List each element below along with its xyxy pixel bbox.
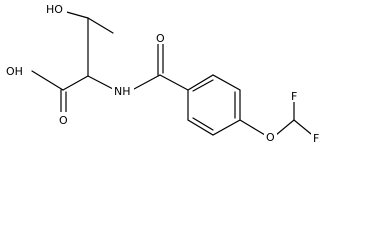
atom-label-o-amide: O xyxy=(156,32,165,45)
bond-ring-o xyxy=(239,119,266,136)
atom-label-o-acid: O xyxy=(59,114,68,127)
molecule-structure-diagram: HO OH O NH O O F F xyxy=(4,1,322,145)
atom-label-f2: F xyxy=(313,132,319,145)
ring-double-3 xyxy=(192,117,214,131)
bond-n-c xyxy=(133,74,161,90)
atom-label-o-ether: O xyxy=(266,131,275,144)
bond-o-c xyxy=(275,119,295,136)
bond-ca-n xyxy=(87,75,114,90)
atom-label-nh: NH xyxy=(114,85,131,98)
atom-labels: HO OH O NH O O F F xyxy=(4,1,322,145)
bond-ca-cooh xyxy=(62,75,89,91)
bond-c-ring xyxy=(159,74,189,91)
atom-label-oh: OH xyxy=(6,65,23,78)
benzene-ring xyxy=(187,74,241,136)
bond-c-f2 xyxy=(293,119,312,135)
atom-label-f1: F xyxy=(291,90,297,103)
ring-double-1 xyxy=(192,79,214,92)
bond-cb-oh xyxy=(62,10,89,19)
bond-c-oh xyxy=(31,70,64,91)
bond-methyl xyxy=(87,17,114,34)
bonds xyxy=(31,10,312,136)
atom-label-ho: HO xyxy=(46,3,63,16)
